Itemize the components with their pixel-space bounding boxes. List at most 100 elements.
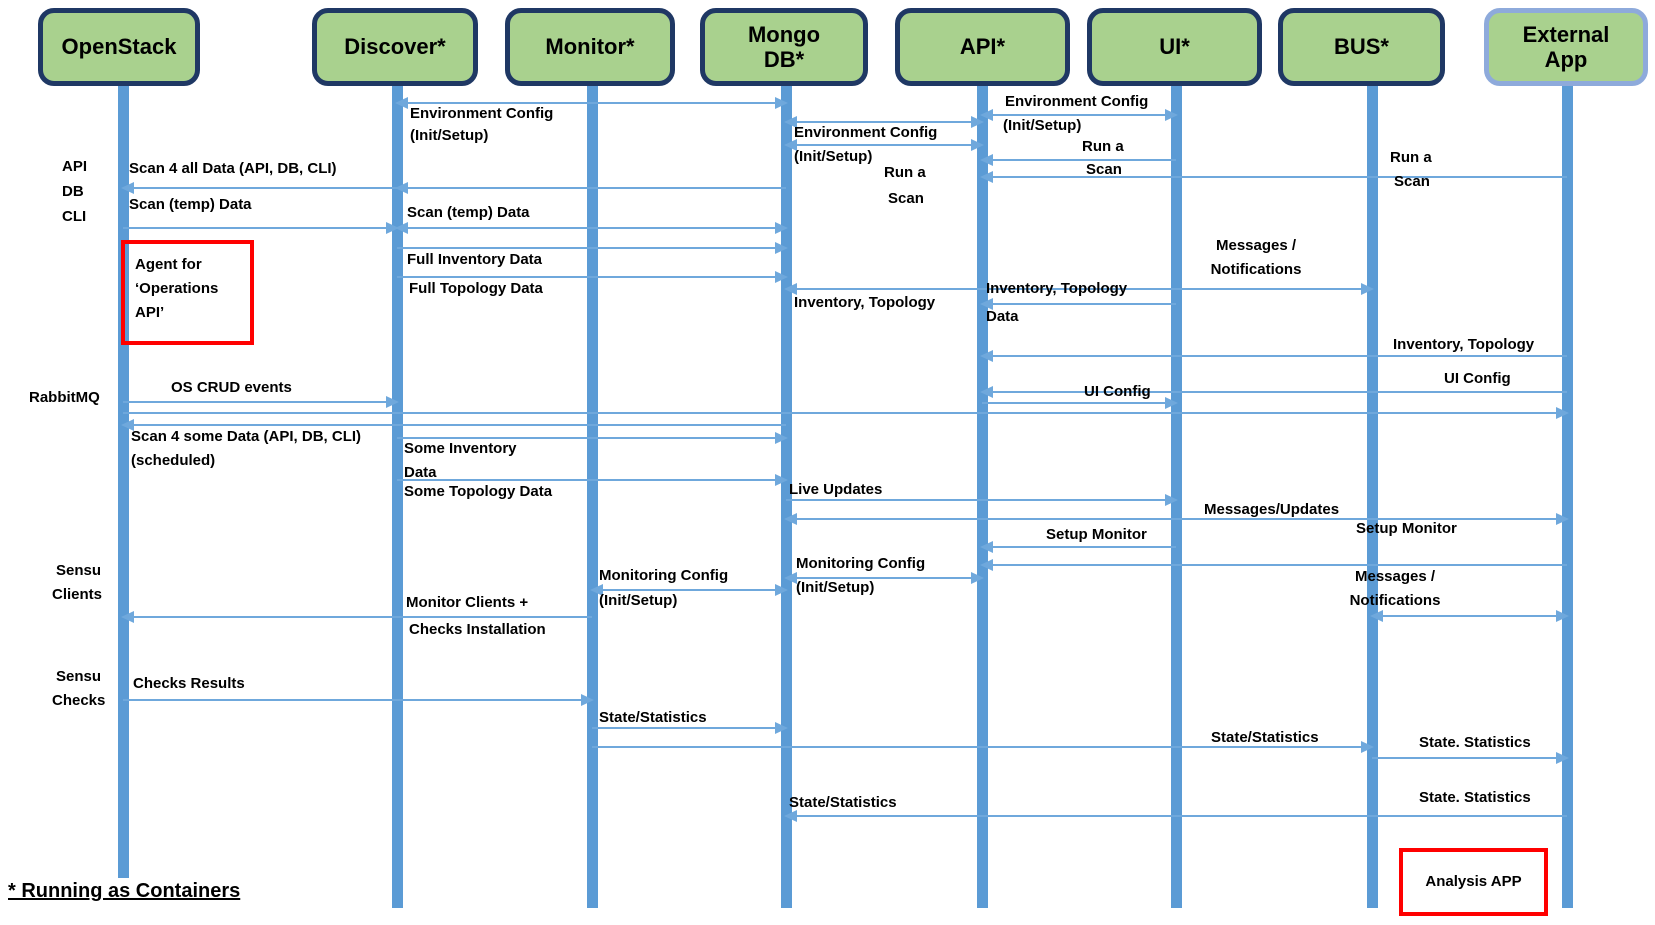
message-arrow-mongo-db-to-discover [395,182,786,194]
arrowhead-left-icon [784,572,797,584]
actor-external-app: External App [1484,8,1648,86]
message-label: OS CRUD events [171,379,292,396]
arrowhead-right-icon [971,116,984,128]
arrowhead-left-icon [1370,610,1383,622]
message-arrow-mongo-db-to-ui [786,494,1178,506]
message-arrow-mongo-db-to-api [784,116,984,128]
message-label: Live Updates [789,481,883,498]
arrowhead-right-icon [1165,494,1178,506]
arrowhead-right-icon [1165,397,1178,409]
message-label: Messages / [1354,568,1436,585]
message-label: Inventory, Topology [986,280,1128,297]
message-label: Scan (temp) Data [407,204,530,221]
arrowhead-left-icon [121,182,134,194]
arrowhead-right-icon [971,139,984,151]
message-arrow-monitor-to-mongo-db [590,584,788,596]
message-arrow-external-app-to-api [980,386,1567,398]
lifeline-monitor [587,86,598,908]
message-arrow-discover-to-mongo-db [397,271,788,283]
message-arrow-discover-to-mongo-db [397,432,788,444]
message-label: Environment Config [1005,93,1149,110]
arrowhead-left-icon [784,283,797,295]
arrowhead-left-icon [395,182,408,194]
message-label: Full Topology Data [409,280,543,297]
message-arrow-external-app-to-api [980,350,1567,362]
message-label: Monitoring Config [599,567,729,584]
actor-mongo-db: Mongo DB* [700,8,868,86]
arrowhead-right-icon [1361,283,1374,295]
arrowhead-right-icon [775,474,788,486]
arrowhead-left-icon [395,222,408,234]
message-arrow-monitor-to-mongo-db [592,722,788,734]
message-label: Notifications [1210,261,1302,278]
message-label: Checks Results [133,675,245,692]
arrowhead-right-icon [775,222,788,234]
message-label: Some Inventory [404,440,517,457]
arrowhead-right-icon [971,572,984,584]
message-arrow-ui-to-api [980,541,1176,553]
lifeline-external-app [1562,86,1573,908]
lifeline-discover [392,86,403,908]
message-label: Messages / [1215,237,1297,254]
arrowhead-right-icon [581,694,594,706]
message-arrow-mongo-db-to-api [784,139,984,151]
arrowhead-right-icon [775,97,788,109]
message-arrow-bus-to-external-app [1372,752,1569,764]
arrowhead-right-icon [1165,109,1178,121]
message-label: (Init/Setup) [796,579,875,596]
message-arrow-openstack-to-discover [123,396,399,408]
message-arrow-mongo-db-to-bus [784,283,1374,295]
message-arrow-discover-to-mongo-db [395,97,788,109]
message-label: Scan 4 all Data (API, DB, CLI) [129,160,337,177]
arrowhead-left-icon [121,611,134,623]
actor-monitor: Monitor* [505,8,675,86]
message-label: Full Inventory Data [407,251,543,268]
lifeline-api [977,86,988,908]
message-arrow-discover-to-mongo-db [397,242,788,254]
message-label: Scan [1086,161,1122,178]
arrowhead-left-icon [121,419,134,431]
message-arrow-ui-to-api [980,298,1176,310]
message-label: Scan [1394,173,1430,190]
message-label: Sensu [56,562,102,579]
message-label: Inventory, Topology [794,294,936,311]
arrowhead-right-icon [775,722,788,734]
arrowhead-left-icon [980,171,993,183]
message-label: Scan (temp) Data [129,196,252,213]
message-label: Data [404,464,437,481]
arrowhead-left-icon [980,559,993,571]
arrowhead-right-icon [775,432,788,444]
lifeline-openstack [118,86,129,878]
message-label: API [62,158,88,175]
message-label: UI Config [1444,370,1511,387]
actor-api: API* [895,8,1070,86]
message-label: Sensu [56,668,102,685]
message-arrow-discover-to-mongo-db [397,474,788,486]
arrowhead-left-icon [784,810,797,822]
message-arrow-monitor-to-bus [592,741,1374,753]
arrowhead-right-icon [386,396,399,408]
message-arrow-ui-to-api [980,154,1176,166]
message-label: (Init/Setup) [599,592,678,609]
message-label: RabbitMQ [29,389,100,406]
message-label: State/Statistics [599,709,707,726]
message-label: Monitoring Config [796,555,926,572]
lifeline-mongo-db [781,86,792,908]
message-label: UI Config [1084,383,1151,400]
message-arrow-mongo-db-to-api [784,572,984,584]
arrowhead-left-icon [784,139,797,151]
arrowhead-left-icon [980,298,993,310]
message-arrow-openstack-to-monitor [123,694,594,706]
arrowhead-left-icon [980,350,993,362]
message-label: (scheduled) [131,452,216,469]
arrowhead-left-icon [980,154,993,166]
message-arrow-bus-to-external-app [1370,610,1569,622]
actor-openstack: OpenStack [38,8,200,86]
message-label: (Init/Setup) [794,148,873,165]
message-arrow-api-to-ui [982,397,1178,409]
message-label: Environment Config [410,105,554,122]
message-arrow-external-app-to-api [980,559,1567,571]
message-label: Some Topology Data [404,483,553,500]
message-label: CLI [62,208,87,225]
